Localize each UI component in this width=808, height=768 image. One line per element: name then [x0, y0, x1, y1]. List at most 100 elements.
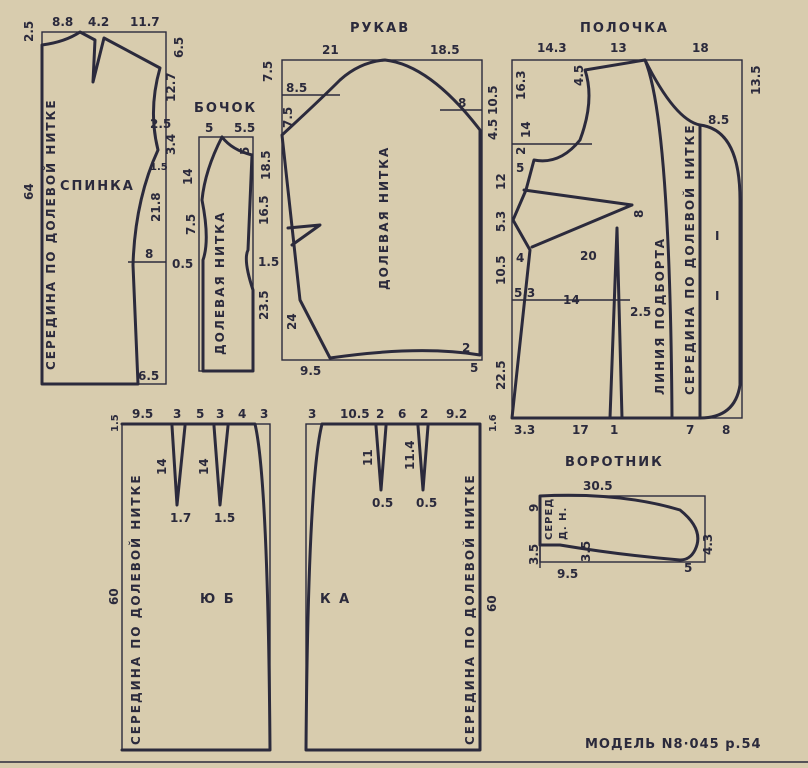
side-dim: 5 [205, 121, 213, 135]
collar-dim: 3.5 [579, 541, 593, 562]
skirt-back-dim: 4 [238, 407, 246, 421]
sleeve-piece: РУКАВ ДОЛЕВАЯ НИТКА 21 18.5 7.5 8.5 10.5… [261, 21, 500, 378]
side-dim: 18.5 [259, 150, 273, 180]
front-dim: 22.5 [494, 360, 508, 390]
front-dim: 14 [519, 121, 533, 138]
side-dim: 14 [181, 168, 195, 185]
front-dim: 1 [610, 423, 618, 437]
collar-dim: 30.5 [583, 479, 613, 493]
collar-title: ВОРОТНИК [565, 455, 664, 470]
skirt-back-dim: 9.5 [132, 407, 153, 421]
skirt-back-dim: 1.7 [170, 511, 191, 525]
front-dim: 18 [692, 41, 709, 55]
sleeve-dim: 10.5 [486, 85, 500, 115]
front-facing-label: ЛИНИЯ ПОДБОРТА [653, 237, 667, 395]
skirt-back-dim: 1.5 [214, 511, 235, 525]
front-piece: ПОЛОЧКА ЛИНИЯ ПОДБОРТА СЕРЕДИНА ПО ДОЛЕВ… [494, 21, 763, 437]
front-dim: 20 [580, 249, 597, 263]
back-dim: 11.7 [130, 15, 160, 29]
skirt-title-part: Ю Б [200, 592, 236, 607]
front-dim: 4.5 [572, 65, 586, 86]
back-grain-label: СЕРЕДИНА ПО ДОЛЕВОЙ НИТКЕ [43, 98, 58, 370]
side-dim: 23.5 [257, 290, 271, 320]
skirt-front-grain-label: СЕРЕДИНА ПО ДОЛЕВОЙ НИТКЕ [462, 473, 477, 745]
skirt-front-dim: 11 [361, 449, 375, 466]
front-dim: 17 [572, 423, 589, 437]
sleeve-dim: 2 [462, 341, 470, 355]
model-number: МОДЕЛЬ N8·045 р.54 [585, 737, 762, 752]
back-dim: 3.4 [164, 134, 178, 155]
collar-dim: 9.5 [557, 567, 578, 581]
skirt-front-dim: 0.5 [416, 496, 437, 510]
skirt-back-dim: 3 [216, 407, 224, 421]
back-dim: 6.5 [138, 369, 159, 383]
front-dim: 14 [563, 293, 580, 307]
skirt-back-dim: 14 [197, 458, 211, 475]
front-grain-label: СЕРЕДИНА ПО ДОЛЕВОЙ НИТКЕ [682, 123, 697, 395]
side-piece: БОЧОК ДОЛЕВАЯ НИТКА 5 5.5 5 14 18.5 7.5 … [172, 101, 279, 373]
collar-dim: 5 [684, 561, 692, 575]
skirt-back-grain-label: СЕРЕДИНА ПО ДОЛЕВОЙ НИТКЕ [128, 473, 143, 745]
skirt-back-dim: 3 [173, 407, 181, 421]
front-dim: 10.5 [494, 255, 508, 285]
skirt-front-dim: 6 [398, 407, 406, 421]
side-dim: 16.5 [257, 195, 271, 225]
skirt-back-dim: 5 [196, 407, 204, 421]
front-dim: 2.5 [630, 305, 651, 319]
sleeve-dim: 7.5 [281, 107, 295, 128]
collar-piece: ВОРОТНИК СЕРЕД Д. Н. 30.5 9 3.5 3.5 9.5 … [527, 455, 715, 581]
skirt-front-dim: 60 [485, 595, 499, 612]
side-dim: 0.5 [172, 257, 193, 271]
front-dim: 13 [610, 41, 627, 55]
side-dim: 7.5 [184, 214, 198, 235]
front-dim: 5.3 [494, 211, 508, 232]
front-dim: 8.5 [708, 113, 729, 127]
sleeve-dim: 9.5 [300, 364, 321, 378]
skirt-front-dim: 9.2 [446, 407, 467, 421]
sleeve-title: РУКАВ [350, 21, 410, 36]
front-mark: I [715, 289, 719, 303]
back-dim: 64 [22, 183, 36, 200]
skirt-front-dim: 10.5 [340, 407, 370, 421]
back-dim: 2.5 [150, 117, 171, 131]
collar-dim: 4.3 [701, 534, 715, 555]
back-dim: 1.5 [150, 162, 168, 173]
front-dim: 8 [632, 210, 646, 218]
skirt-back-dim: 1.5 [110, 414, 121, 432]
back-piece: СПИНКА СЕРЕДИНА ПО ДОЛЕВОЙ НИТКЕ 8.8 4.2… [22, 15, 186, 386]
sleeve-dim: 21 [322, 43, 339, 57]
front-dim: 7 [686, 423, 694, 437]
back-dim: 2.5 [22, 21, 36, 42]
back-dim: 8 [145, 247, 153, 261]
side-dim: 1.5 [258, 255, 279, 269]
skirt-back-dim: 14 [155, 458, 169, 475]
skirt-front-dim: 2 [420, 407, 428, 421]
front-dim: 4 [516, 251, 524, 265]
front-dim: 5.3 [514, 286, 535, 300]
skirt-title-part: К А [320, 592, 351, 607]
front-mark: I [715, 229, 719, 243]
back-dim: 8.8 [52, 15, 73, 29]
front-dim: 2 [514, 147, 528, 155]
skirt-front-dim: 3 [308, 407, 316, 421]
front-dim: 3.3 [514, 423, 535, 437]
back-dim: 12.7 [164, 72, 178, 102]
front-dim: 16.3 [514, 70, 528, 100]
sleeve-dim: 5 [470, 361, 478, 375]
front-dim: 8 [722, 423, 730, 437]
sleeve-dim: 7.5 [261, 61, 275, 82]
skirt-back-piece: Ю Б СЕРЕДИНА ПО ДОЛЕВОЙ НИТКЕ 9.5 3 5 3 … [107, 407, 272, 752]
skirt-back-dim: 60 [107, 588, 121, 605]
skirt-front-dim: 2 [376, 407, 384, 421]
collar-dim: 3.5 [527, 544, 541, 565]
sleeve-grain-label: ДОЛЕВАЯ НИТКА [377, 146, 391, 290]
collar-grain-label: Д. Н. [558, 507, 569, 540]
sleeve-dim: 8.5 [286, 81, 307, 95]
back-dim: 21.8 [149, 192, 163, 222]
side-title: БОЧОК [194, 101, 257, 116]
skirt-front-dim: 11.4 [403, 440, 417, 470]
skirt-front-dim: 1.6 [488, 414, 499, 432]
sleeve-dim: 18.5 [430, 43, 460, 57]
collar-dim: 9 [527, 504, 541, 512]
